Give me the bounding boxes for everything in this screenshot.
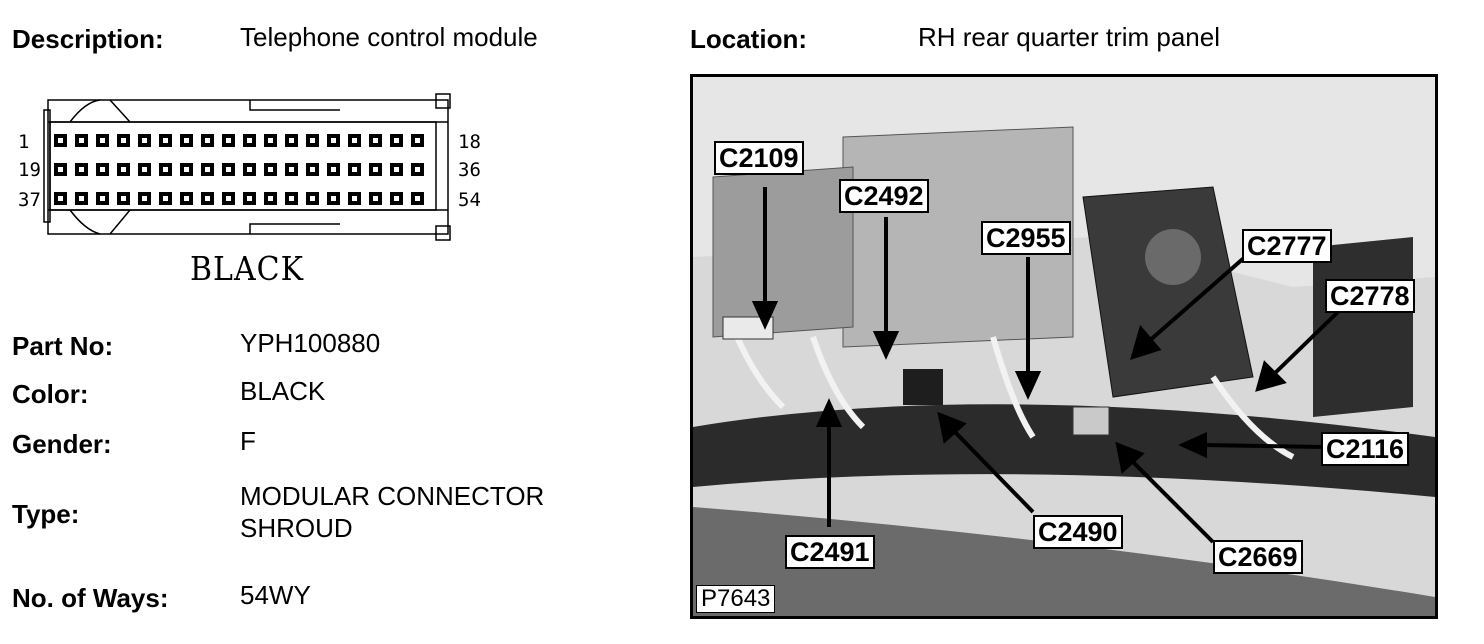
connector-pin-hole	[310, 167, 315, 172]
pin-grid	[54, 134, 424, 205]
connector-pin-hole	[415, 138, 420, 143]
connector-color-label: BLACK	[190, 250, 304, 289]
figure-id: P7643	[696, 585, 776, 613]
part-no-label: Part No:	[12, 331, 114, 361]
connector-pin-hole	[58, 167, 63, 172]
connector-pin-hole	[100, 138, 105, 143]
pin-label-1: 1	[18, 131, 30, 153]
callout-c2109: C2109	[714, 141, 804, 175]
connector-pin-hole	[163, 196, 168, 201]
pin-label-36: 36	[458, 159, 481, 181]
pin-label-54: 54	[458, 189, 481, 211]
connector-pin-hole	[79, 167, 84, 172]
connector-pin-hole	[268, 138, 273, 143]
callout-c2490: C2490	[1033, 515, 1123, 549]
pin-label-18: 18	[458, 131, 481, 153]
connector-pin-hole	[121, 196, 126, 201]
connector-pin-hole	[373, 167, 378, 172]
callout-c2491: C2491	[785, 535, 875, 569]
connector-pin-hole	[205, 196, 210, 201]
connector-pin-hole	[331, 138, 336, 143]
connector-pin-hole	[268, 167, 273, 172]
connector-pin-hole	[394, 167, 399, 172]
connector-pin-hole	[310, 138, 315, 143]
connector-pin-hole	[121, 138, 126, 143]
connector-pin-hole	[184, 167, 189, 172]
connector-pin-hole	[247, 167, 252, 172]
connector-pin-hole	[205, 167, 210, 172]
location-label: Location:	[690, 24, 807, 54]
part-no-value: YPH100880	[240, 328, 381, 358]
connector-pin-hole	[289, 196, 294, 201]
connector-pin-hole	[58, 196, 63, 201]
location-photo: C2109 C2492 C2955 C2777 C2778 C2116 C249…	[690, 74, 1438, 619]
connector-pin-hole	[352, 196, 357, 201]
callout-c2777: C2777	[1242, 229, 1332, 263]
connector-pin-hole	[121, 167, 126, 172]
connector-pin-hole	[415, 167, 420, 172]
connector-pin-hole	[100, 167, 105, 172]
connector-pin-hole	[205, 138, 210, 143]
connector-pin-hole	[352, 138, 357, 143]
color-label: Color:	[12, 379, 89, 409]
callout-c2669: C2669	[1213, 540, 1303, 574]
connector-pin-hole	[415, 196, 420, 201]
connector-pin-hole	[226, 138, 231, 143]
gender-label: Gender:	[12, 429, 112, 459]
connector-pin-hole	[184, 138, 189, 143]
ways-value: 54WY	[240, 580, 311, 610]
connector-pin-hole	[163, 167, 168, 172]
ways-label: No. of Ways:	[12, 583, 169, 613]
connector-pin-hole	[289, 138, 294, 143]
location-value: RH rear quarter trim panel	[918, 22, 1220, 52]
connector-pin-hole	[394, 196, 399, 201]
type-label: Type:	[12, 499, 80, 529]
connector-housing	[47, 99, 449, 235]
callout-c2778: C2778	[1325, 279, 1415, 313]
callout-c2116: C2116	[1321, 432, 1410, 466]
connector-pin-hole	[100, 196, 105, 201]
connector-pin-hole	[247, 138, 252, 143]
connector-pin-hole	[268, 196, 273, 201]
pin-label-37: 37	[18, 189, 41, 211]
connector-pin-hole	[58, 138, 63, 143]
connector-pin-hole	[142, 138, 147, 143]
connector-pin-hole	[142, 167, 147, 172]
pin-label-19: 19	[18, 159, 41, 181]
description-label: Description:	[12, 24, 164, 54]
connector-pin-hole	[226, 167, 231, 172]
callout-c2492: C2492	[839, 179, 929, 213]
connector-pin-hole	[352, 167, 357, 172]
gender-value: F	[240, 426, 256, 456]
connector-pin-hole	[394, 138, 399, 143]
type-value-line2: SHROUD	[240, 513, 353, 543]
connector-pin-hole	[247, 196, 252, 201]
connector-pin-hole	[226, 196, 231, 201]
connector-pin-hole	[163, 138, 168, 143]
connector-pin-hole	[184, 196, 189, 201]
connector-pin-hole	[373, 196, 378, 201]
connector-pin-hole	[310, 196, 315, 201]
connector-pin-hole	[289, 167, 294, 172]
connector-pin-hole	[79, 196, 84, 201]
connector-pin-hole	[331, 196, 336, 201]
callout-c2955: C2955	[981, 221, 1071, 255]
connector-pin-hole	[373, 138, 378, 143]
description-value: Telephone control module	[240, 22, 538, 52]
connector-pin-hole	[331, 167, 336, 172]
color-value: BLACK	[240, 376, 326, 406]
connector-diagram	[43, 93, 451, 241]
connector-pin-hole	[142, 196, 147, 201]
type-value-line1: MODULAR CONNECTOR	[240, 481, 545, 511]
connector-pin-hole	[79, 138, 84, 143]
